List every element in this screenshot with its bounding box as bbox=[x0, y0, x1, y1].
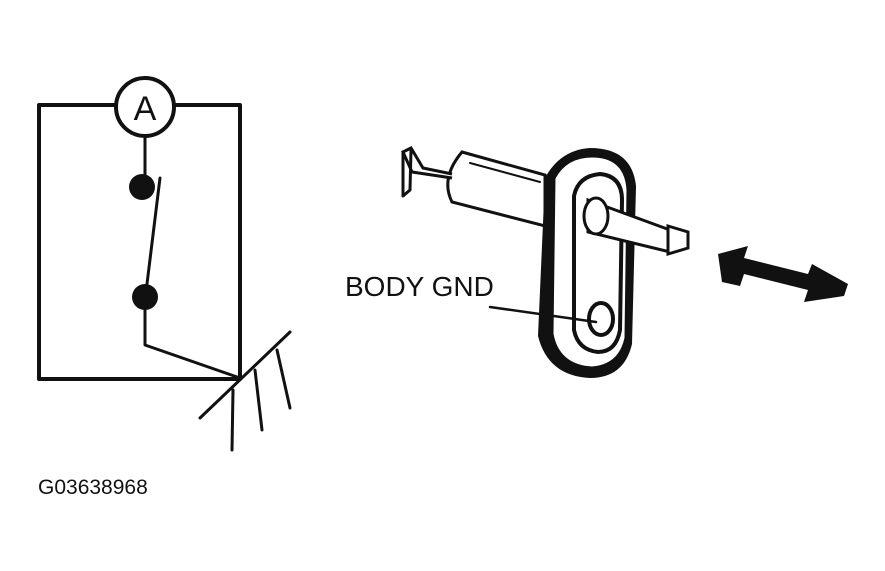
lower-contact bbox=[132, 284, 158, 310]
door-switch-icon bbox=[401, 146, 690, 378]
double-arrow-icon bbox=[718, 246, 848, 302]
body-gnd-leader bbox=[488, 305, 598, 324]
rear-clip bbox=[401, 146, 453, 180]
circuit-loop bbox=[37, 103, 242, 381]
ground-symbol-icon bbox=[198, 330, 292, 452]
switch-schematic-icon bbox=[129, 174, 162, 310]
upper-contact bbox=[129, 174, 155, 200]
switch-shaft bbox=[446, 150, 547, 228]
test-circuit: A bbox=[37, 76, 292, 452]
ammeter-symbol: A bbox=[134, 90, 157, 128]
plunger-tip bbox=[666, 223, 690, 257]
switch-blade bbox=[144, 176, 162, 294]
figure-id: G03638968 bbox=[38, 476, 148, 499]
ground-wire bbox=[143, 308, 242, 380]
ground-screw-hole bbox=[587, 301, 615, 337]
ammeter-icon: A bbox=[114, 76, 176, 138]
body-gnd-label: BODY GND bbox=[345, 271, 494, 302]
